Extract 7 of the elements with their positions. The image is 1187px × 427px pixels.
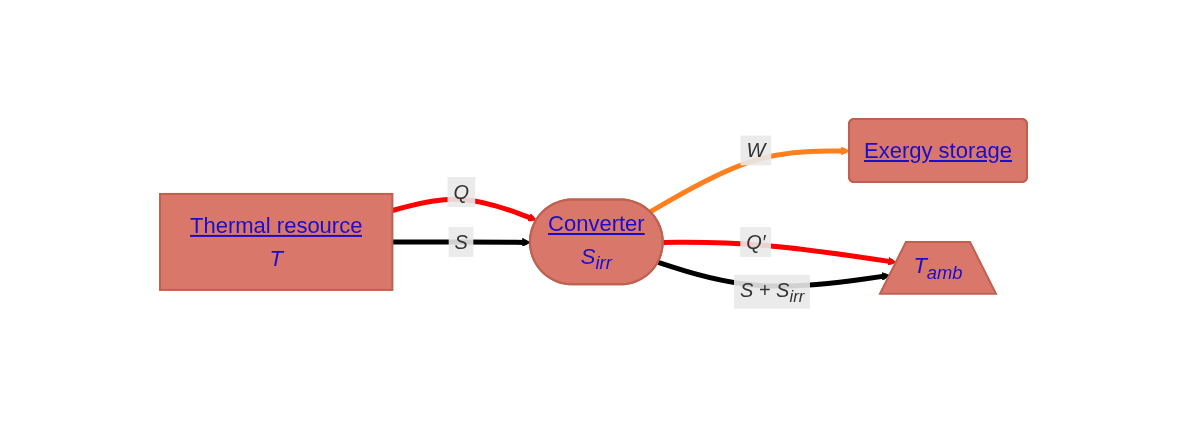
edge-label: S + S$_{irr}$ xyxy=(739,278,805,306)
edge-label: S xyxy=(454,230,468,253)
edge-label: Q′ xyxy=(746,230,766,253)
edge-label: Q xyxy=(453,180,469,203)
arrow xyxy=(648,146,850,214)
edge-label: W xyxy=(746,139,766,162)
node-box: Thermal resource T xyxy=(159,192,394,291)
